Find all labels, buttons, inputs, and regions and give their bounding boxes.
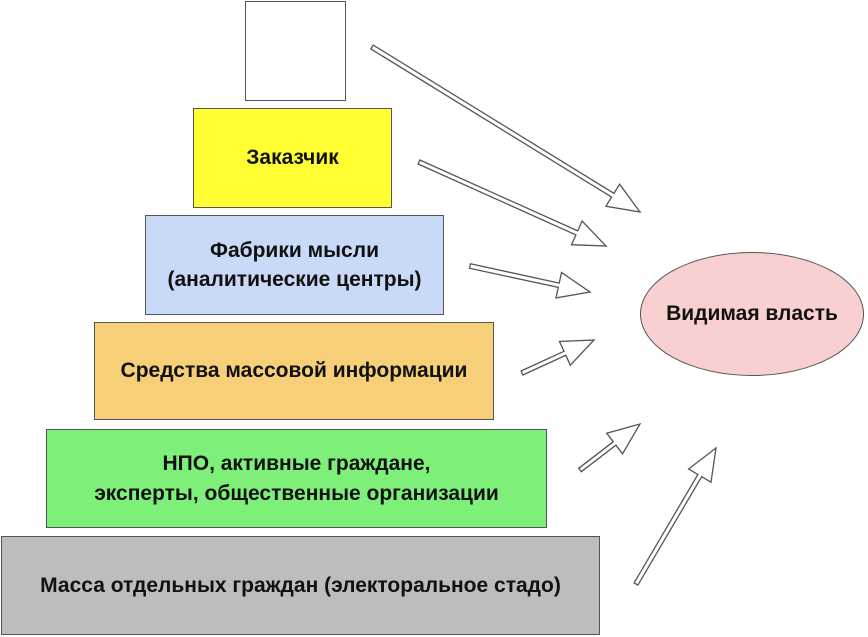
customer-box: Заказчик [193, 108, 392, 208]
arrow-from-think-tanks [468, 263, 592, 299]
mass-box: Масса отдельных граждан (электоральное с… [1, 536, 600, 635]
arrow-from-mass [633, 446, 717, 586]
arrow-from-top [369, 44, 642, 213]
arrow-from-media [520, 339, 596, 376]
customer-label: Заказчик [246, 146, 339, 170]
think-tanks-box: Фабрики мысли (аналитические центры) [145, 215, 444, 315]
arrow-from-customer [417, 159, 608, 247]
think-tanks-label-line2: (аналитические центры) [167, 268, 422, 291]
visible-power-ellipse: Видимая власть [640, 252, 864, 376]
ngo-label-line2: эксперты, общественные организации [94, 481, 499, 505]
pyramid-top-box [245, 1, 346, 101]
media-label: Средства массовой информации [120, 359, 468, 383]
arrow-from-ngo [577, 422, 642, 473]
visible-power-label: Видимая власть [666, 302, 838, 325]
mass-label: Масса отдельных граждан (электоральное с… [40, 573, 561, 597]
media-box: Средства массовой информации [94, 322, 494, 420]
think-tanks-label-line1: Фабрики мысли [210, 238, 379, 262]
ngo-box: НПО, активные граждане, эксперты, общест… [46, 429, 547, 528]
ngo-label-line1: НПО, активные граждане, [162, 452, 431, 476]
